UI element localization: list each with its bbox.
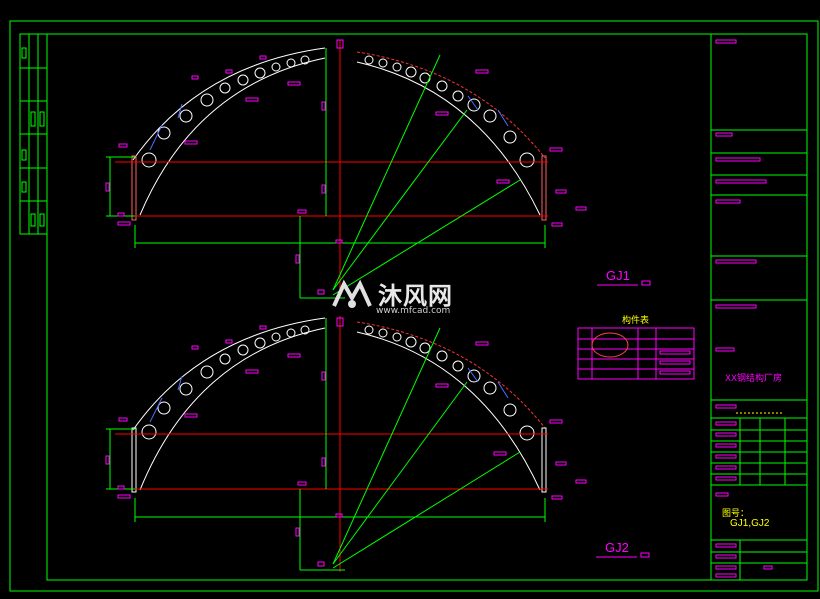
- gj2-right-column: [541, 427, 547, 493]
- left-binding-strip: [19, 33, 48, 235]
- watermark-brand: 沐风网: [378, 282, 453, 310]
- project-name: XX钢结构厂房: [725, 373, 783, 383]
- title-block: [710, 33, 808, 581]
- mfcad-logo-icon: [332, 279, 372, 308]
- gj1-outer-chord-left: [132, 47, 326, 161]
- parts-table: [577, 327, 695, 380]
- gj1-nodes-right: [364, 55, 535, 168]
- gj1-outer-chord-right: [356, 51, 546, 159]
- truss-label-gj2: GJ2: [605, 540, 629, 555]
- gj1-inner-chord-right: [356, 61, 541, 216]
- gj2-inner-chord-left: [139, 327, 326, 491]
- gj1-left-column: [131, 155, 137, 221]
- drawing-number-label: 图号：: [722, 508, 750, 518]
- truss-label-gj1: GJ1: [606, 268, 630, 283]
- gj2-nodes-left: [141, 325, 310, 440]
- gj2-scale-tag: [640, 552, 650, 558]
- watermark-url: www.mfcad.com: [376, 306, 451, 316]
- gj2-outer-chord-right: [356, 321, 546, 429]
- gj2-outer-chord-left: [132, 317, 326, 431]
- watermark: 沐风网 www.mfcad.com: [330, 276, 490, 322]
- truss-gj2: [105, 316, 587, 572]
- parts-table-title: 构件表: [622, 315, 650, 325]
- gj2-left-column: [131, 427, 137, 493]
- drawing-number-value: GJ1,GJ2: [730, 518, 770, 529]
- gj1-right-column: [541, 155, 547, 221]
- gj2-inner-chord-right: [356, 331, 541, 491]
- gj1-scale-tag: [641, 280, 651, 286]
- gj2-nodes-right: [364, 325, 535, 441]
- truss-gj1: [105, 39, 587, 299]
- sheet-outer-border: [9, 20, 819, 592]
